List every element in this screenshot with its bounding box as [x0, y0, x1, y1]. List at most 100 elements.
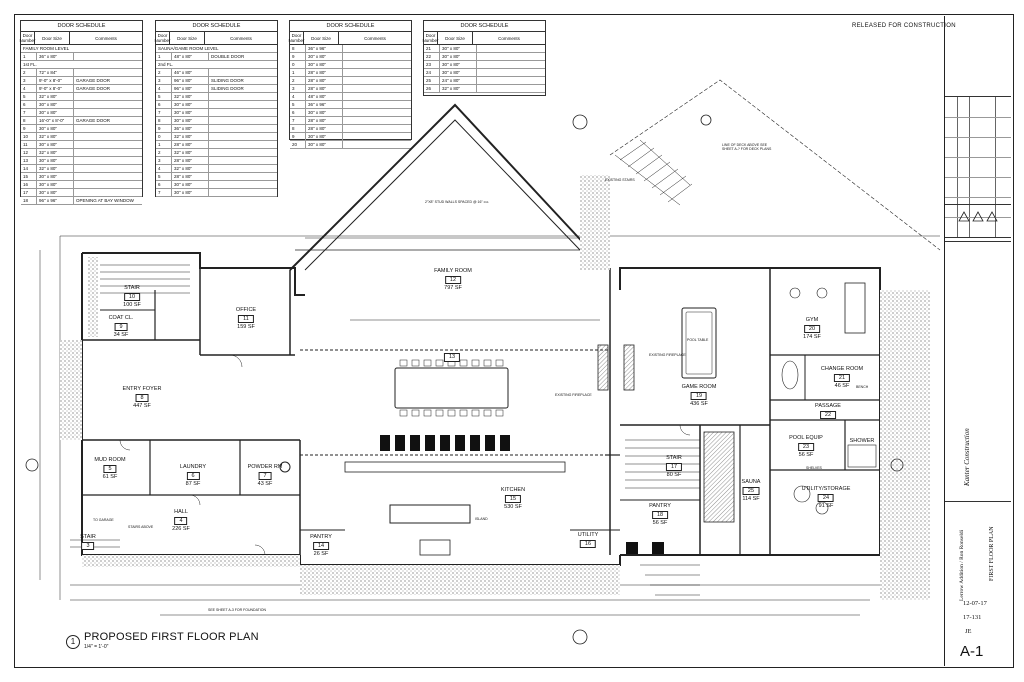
drawing-scale: 1/4" = 1'-0" [84, 644, 109, 650]
schedule-cell: GARAGE DOOR [76, 86, 111, 91]
schedule-cell: 7 [156, 109, 172, 116]
schedule-cell: GARAGE DOOR [76, 78, 111, 83]
schedule-cell: 30" x 80" [172, 181, 209, 188]
schedule-cell: 2 [290, 77, 306, 84]
schedule-cell: 36" x 96" [306, 45, 343, 52]
schedule-cell: DOUBLE DOOR [211, 54, 245, 59]
schedule-level: 2nd FL. [156, 61, 277, 69]
job-number: 17-131 [963, 614, 982, 621]
schedule-cell: 30" x 80" [37, 173, 74, 180]
schedule-cell: 6 [21, 101, 37, 108]
schedule-cell: 8 [21, 117, 37, 124]
schedule-cell: 14 [21, 165, 37, 172]
schedule-cell: 1 [156, 141, 172, 148]
schedule-header-comments: Comments [95, 35, 117, 41]
schedule-cell: 36" x 96" [306, 101, 343, 108]
schedule-cell: 9 [290, 133, 306, 140]
schedule-level: SAUNA/GAME ROOM LEVEL [156, 45, 277, 53]
schedule-cell: 32" x 80" [37, 133, 74, 140]
schedule-cell: 30" x 80" [440, 69, 477, 76]
note-fireplace-right: EXISTING FIREPLACE [649, 353, 686, 357]
schedule-cell: 30" x 80" [37, 181, 74, 188]
schedule-cell: 24 [424, 69, 440, 76]
schedule-cell: 28" x 80" [306, 77, 343, 84]
schedule-cell: 9'-0" x 8'-0" [37, 77, 74, 84]
title-block: Kanter Construction Lerrow Addition / Ro… [944, 16, 1012, 666]
schedule-cell: 32" x 80" [172, 149, 209, 156]
drawn-by: JE [965, 628, 972, 635]
note-island: ISLAND [475, 517, 488, 521]
schedule-cell: 24" x 80" [440, 77, 477, 84]
schedule-cell: 28" x 80" [306, 117, 343, 124]
schedule-cell: 0 [156, 133, 172, 140]
schedule-cell: 0 [290, 61, 306, 68]
schedule-cell: 12 [21, 149, 37, 156]
schedule-cell: OPENING AT BAY WINDOW [76, 198, 134, 203]
schedule-cell: 8 [290, 125, 306, 132]
schedule-cell: 28" x 80" [306, 69, 343, 76]
note-pool-table: POOL TABLE [687, 338, 709, 342]
schedule-cell: 7 [290, 117, 306, 124]
schedule-cell: 30" x 80" [172, 189, 209, 196]
schedule-cell: 28" x 80" [172, 173, 209, 180]
revision-table [945, 96, 1011, 238]
schedule-cell: SLIDING DOOR [211, 78, 244, 83]
note-shelves: SHELVES [806, 466, 822, 470]
schedule-cell: 5 [290, 101, 306, 108]
schedule-cell: 11 [21, 141, 37, 148]
schedule-cell: 1 [21, 53, 37, 60]
schedule-cell: 7 [156, 189, 172, 196]
schedule-cell: 32" x 80" [37, 165, 74, 172]
schedule-cell: 9'-0" x 8'-0" [37, 85, 74, 92]
schedule-cell: SLIDING DOOR [211, 86, 244, 91]
schedule-cell: 4 [156, 85, 172, 92]
schedule-cell: 96" x 80" [172, 85, 209, 92]
schedule-cell: 23 [424, 61, 440, 68]
schedule-cell: 30" x 80" [306, 133, 343, 140]
schedule-cell: 30" x 80" [172, 117, 209, 124]
copyright-notice [955, 22, 1007, 82]
schedule-cell: 8 [156, 117, 172, 124]
schedule-cell: 30" x 80" [37, 141, 74, 148]
schedule-cell: 3 [290, 85, 306, 92]
schedule-cell: 5 [21, 93, 37, 100]
schedule-cell: 3 [21, 77, 37, 84]
schedule-cell: 4 [21, 85, 37, 92]
schedule-cell: 32" x 80" [172, 93, 209, 100]
schedule-cell: 32" x 80" [172, 133, 209, 140]
